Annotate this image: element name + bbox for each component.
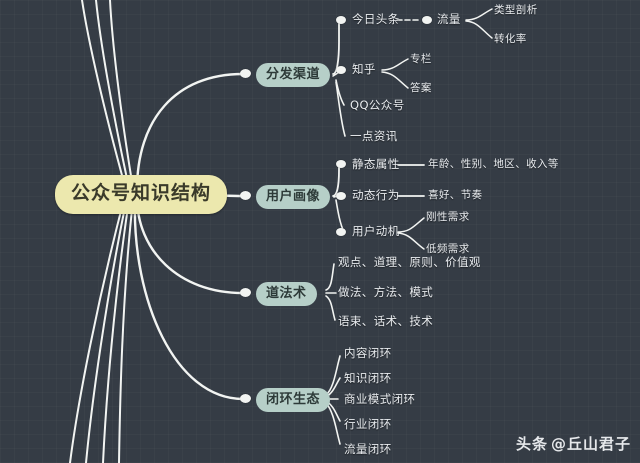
leaf-zhihu[interactable]: 知乎 [352, 62, 376, 76]
branch-node-closed-loop-ecosystem[interactable]: 闭环生态 [256, 388, 331, 412]
link-tail-4 [118, 199, 134, 463]
link-b3-child-1 [325, 263, 335, 291]
node-bullet-toutiao [336, 16, 346, 24]
leaf-conversion-rate[interactable]: 转化率 [494, 33, 527, 45]
leaf-content-loop[interactable]: 内容闭环 [344, 346, 392, 360]
link-root-branch-1 [135, 72, 245, 192]
leaf-business-model-loop[interactable]: 商业模式闭环 [344, 392, 416, 406]
leaf-viewpoint-principles[interactable]: 观点、道理、原则、价值观 [338, 255, 481, 269]
leaf-user-motivation[interactable]: 用户动机 [352, 224, 400, 238]
leaf-dynamic-behavior-values[interactable]: 喜好、节奏 [428, 189, 483, 201]
watermark-platform: 头条 [515, 435, 548, 453]
leaf-language-techniques[interactable]: 语束、话术、技术 [338, 314, 434, 328]
branch-bullet-3 [240, 288, 251, 297]
leaf-low-frequency-demand[interactable]: 低频需求 [426, 243, 470, 255]
leaf-practice-methods[interactable]: 做法、方法、模式 [338, 285, 434, 299]
leaf-static-attributes[interactable]: 静态属性 [352, 157, 400, 171]
link-zhihu-2 [381, 71, 409, 89]
leaf-rigid-demand[interactable]: 刚性需求 [426, 211, 470, 223]
link-zhihu-1 [381, 58, 409, 71]
branch-node-distribution[interactable]: 分发渠道 [256, 63, 331, 87]
leaf-knowledge-loop[interactable]: 知识闭环 [344, 371, 392, 385]
link-liuliang-1 [465, 8, 493, 21]
link-root-branch-3 [135, 195, 245, 295]
leaf-qq-official-account[interactable]: QQ公众号 [350, 98, 405, 112]
leaf-type-analysis[interactable]: 类型剖析 [494, 4, 538, 16]
link-tail-6 [85, 201, 127, 463]
link-motive-2 [397, 232, 425, 250]
watermark: 头条@丘山君子 [516, 433, 631, 454]
leaf-traffic[interactable]: 流量 [437, 12, 461, 26]
node-bullet-zhihu [336, 66, 346, 74]
leaf-traffic-loop[interactable]: 流量闭环 [344, 442, 392, 456]
leaf-column[interactable]: 专栏 [410, 53, 432, 65]
branch-bullet-4 [240, 394, 251, 403]
link-root-branch-4 [133, 198, 245, 401]
node-bullet-static-attr [336, 160, 346, 168]
link-tail-3 [81, 0, 127, 191]
leaf-yidian-zixun[interactable]: 一点资讯 [350, 129, 398, 143]
branch-bullet-1 [240, 69, 251, 78]
watermark-author: @丘山君子 [550, 435, 631, 453]
leaf-toutiao[interactable]: 今日头条 [352, 12, 400, 26]
link-b3-child-3 [325, 295, 336, 321]
link-tail-1 [109, 0, 134, 189]
leaf-answer[interactable]: 答案 [410, 82, 432, 94]
link-motive-1 [397, 217, 425, 233]
leaf-static-attribute-values[interactable]: 年龄、性别、地区、收入等 [428, 158, 559, 170]
leaf-dynamic-behavior[interactable]: 动态行为 [352, 188, 400, 202]
link-b1-child-4 [335, 81, 346, 137]
branch-bullet-2 [240, 191, 251, 200]
link-b2-spine [332, 164, 340, 197]
branch-node-user-profile[interactable]: 用户画像 [256, 185, 331, 209]
root-node[interactable]: 公众号知识结构 [55, 175, 228, 214]
branch-node-dao-fa-shu[interactable]: 道法术 [256, 282, 317, 306]
link-tail-5 [102, 199, 130, 463]
node-bullet-user-motive [336, 228, 346, 236]
link-tail-7 [69, 202, 124, 463]
link-liuliang-2 [465, 20, 493, 39]
node-bullet-dynamic-behavior [336, 192, 346, 200]
link-tail-2 [95, 0, 130, 189]
node-bullet-traffic [422, 16, 432, 24]
leaf-industry-loop[interactable]: 行业闭环 [344, 417, 392, 431]
